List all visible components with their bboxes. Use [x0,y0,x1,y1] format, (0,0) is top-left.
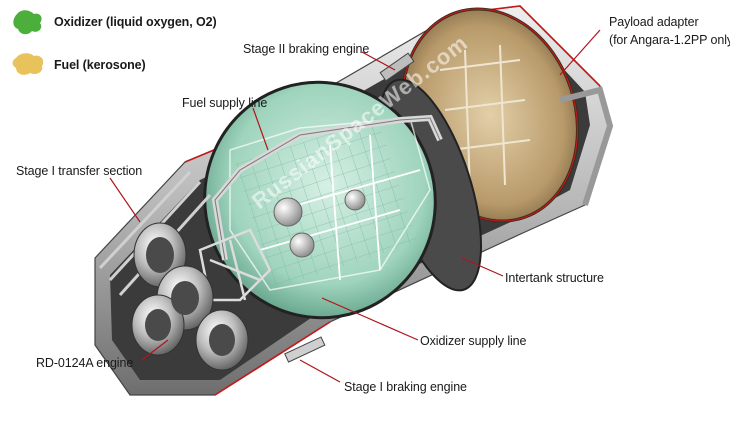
label-oxidizer-supply: Oxidizer supply line [420,334,527,348]
leader-stage1-transfer [109,177,141,223]
label-payload-adapter-note: (for Angara-1.2PP only) [609,33,730,47]
payload-adapter [559,86,614,206]
pressurant-sphere [273,197,303,227]
label-payload-adapter: Payload adapter [609,15,699,29]
label-stage2-braking: Stage II braking engine [243,42,370,56]
leader-fuel-supply [252,107,269,151]
label-intertank: Intertank structure [505,271,604,285]
leader-lines [109,29,601,383]
leader-rd-engine [141,339,169,361]
oxidizer-legend-swatch [13,10,42,35]
leader-intertank [461,257,504,277]
leader-stage2-braking [361,51,396,71]
pressurant-sphere [344,189,366,211]
oxidizer-legend-label: Oxidizer (liquid oxygen, O2) [54,15,217,29]
fuel-legend-label: Fuel (kerosone) [54,58,146,72]
stage2-braking-engine [379,52,415,82]
label-fuel-supply: Fuel supply line [182,96,268,110]
label-stage1-braking: Stage I braking engine [344,380,467,394]
leader-oxidizer-supply [321,297,419,341]
label-rd-engine: RD-0124A engine [36,356,134,370]
fuel-legend-swatch [12,53,44,75]
stage1-braking-engine [284,336,326,363]
leader-payload-adapter [559,29,601,76]
label-stage1-transfer: Stage I transfer section [16,164,143,178]
leader-stage1-braking [299,359,341,383]
pressurant-sphere [289,232,315,258]
